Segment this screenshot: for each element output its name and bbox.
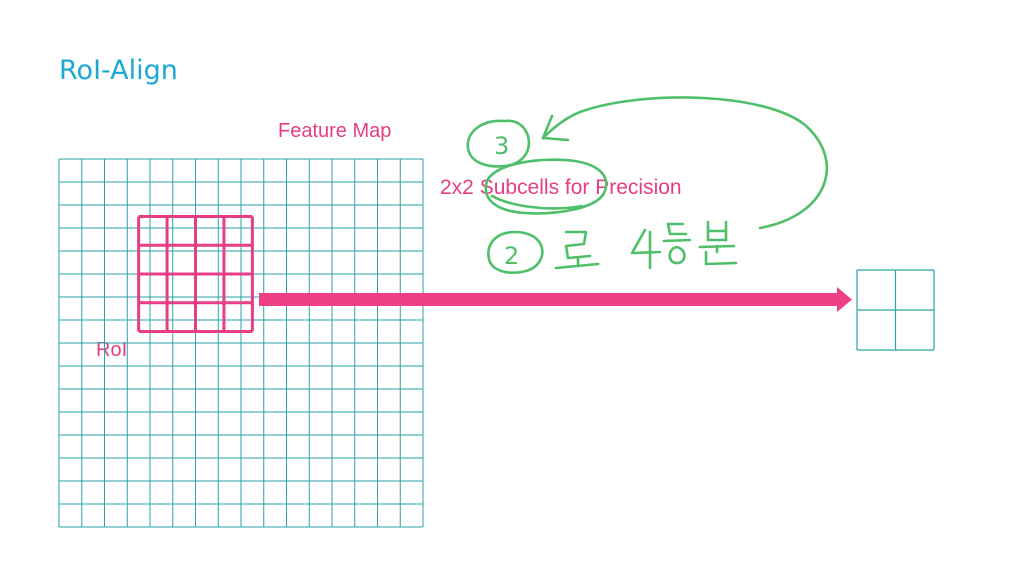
arrow-shaft [259,293,837,306]
circle-2 [487,230,544,274]
arrow-head [837,287,852,312]
hangul-deung-bar [662,238,692,243]
hangul-bun-bottom [704,250,738,266]
hangul-ro-base [554,262,600,270]
digit-4-left [630,228,662,255]
hangul-bun-top [706,220,728,242]
feature-map-label: Feature Map [278,120,392,142]
hangul-ro-top [564,230,592,260]
circled-number-3: 3 [494,132,509,160]
curved-arrow [541,96,829,230]
subcells-label: 2x2 Subcells for Precision [440,176,682,199]
handwritten-annotations [466,96,829,274]
curved-arrow-head-lower [541,136,570,142]
roi-label: RoI [96,339,128,361]
hangul-deung-top [666,222,688,236]
circled-number-2: 2 [504,242,519,270]
ellipse-subcells-inner [490,194,584,210]
hangul-bun-mid [698,244,736,254]
arrow [259,287,852,312]
feature-map-grid [58,158,424,528]
curved-arrow-head-upper [541,114,554,140]
slide-title: RoI-Align [59,55,178,86]
roi-grid [137,215,254,333]
hangul-deung-circle [668,245,686,265]
output-grid [856,269,935,351]
ellipse-subcells [484,158,608,215]
